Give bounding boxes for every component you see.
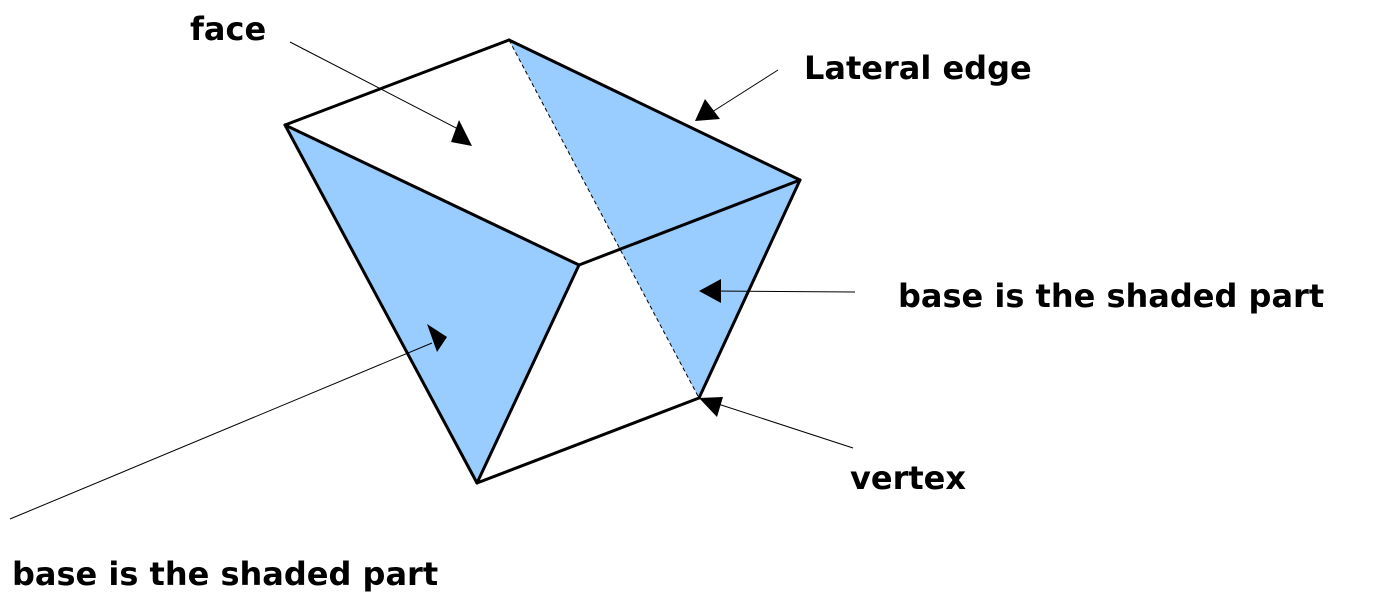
edge-right-outer bbox=[697, 178, 802, 400]
vertex-arrowhead bbox=[699, 397, 723, 417]
lateral-edge-label: Lateral edge bbox=[804, 49, 1032, 87]
face-label: face bbox=[190, 10, 266, 48]
edge-bottom bbox=[475, 396, 701, 485]
base-right-label: base is the shaded part bbox=[898, 277, 1324, 315]
lateral-edge-arrowhead bbox=[695, 99, 720, 121]
vertex-label: vertex bbox=[850, 459, 966, 497]
edge-left-right bbox=[475, 263, 581, 485]
face-arrowhead bbox=[451, 120, 472, 146]
left-base-shaded bbox=[285, 125, 579, 483]
lateral-edge-top bbox=[507, 38, 802, 182]
base-left-label: base is the shaded part bbox=[12, 555, 438, 593]
base-right-arrowhead bbox=[699, 279, 721, 303]
base-left-arrowhead bbox=[427, 324, 447, 352]
edge-middle bbox=[577, 178, 802, 267]
hidden-edge bbox=[508, 39, 700, 399]
lateral-edge-leader-line bbox=[711, 69, 779, 113]
base-right-leader-line bbox=[711, 290, 856, 293]
base-left-leader-line bbox=[9, 342, 433, 520]
edge-left-top bbox=[283, 123, 581, 267]
face-leader-line bbox=[289, 41, 461, 131]
edge-left-outer bbox=[283, 123, 479, 485]
edge-top-back bbox=[283, 38, 511, 127]
right-base-shaded bbox=[509, 40, 800, 398]
vertex-leader-line bbox=[711, 401, 854, 449]
